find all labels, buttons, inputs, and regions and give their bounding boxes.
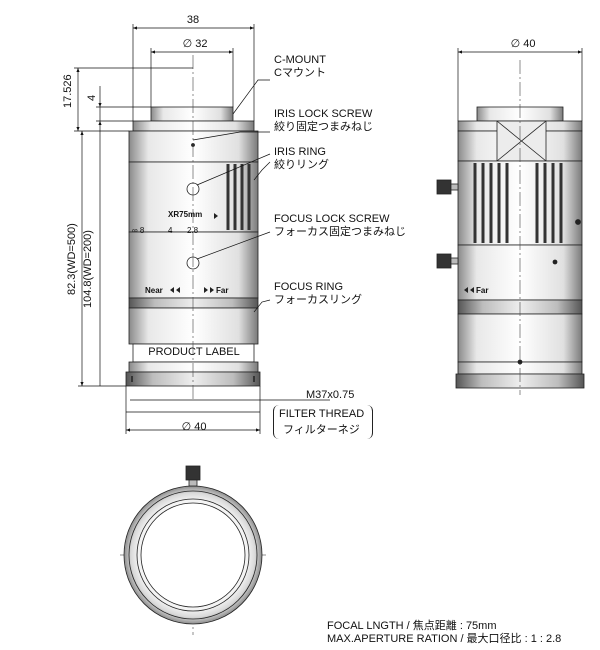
barrel (128, 307, 259, 345)
mount-flange (132, 120, 255, 132)
c-mount-label-en: C-MOUNT (274, 54, 326, 66)
leader-lines (192, 79, 271, 313)
filter-thread-label-en: FILTER THREAD (279, 408, 365, 420)
fnumber-inf-8: ∞ 8 (132, 226, 145, 235)
iris-ring (128, 161, 259, 233)
side-focus-screw (436, 253, 452, 269)
bottom-view (120, 465, 268, 635)
c-mount-label-jp: Cマウント (274, 67, 326, 79)
top-screw (185, 465, 201, 481)
filter-thread-bracket (273, 405, 373, 439)
focus-lock-label-en: FOCUS LOCK SCREW (274, 213, 390, 225)
focus-lock-label-jp: フォーカス固定つまみねじ (274, 226, 406, 238)
side-iris-screw (436, 179, 452, 195)
width-dimension-label: 38 (186, 14, 200, 26)
c-mount-thread (150, 106, 234, 122)
fnumber-4: 4 (168, 226, 173, 235)
barrel-lower (128, 361, 259, 373)
focal-length-spec: FOCAL LNGTH / 焦点距離 : 75mm (327, 620, 497, 632)
filter-thread-label-jp: フィルターネジ (283, 424, 360, 436)
front-view (125, 55, 261, 400)
side-diameter-label: ∅ 40 (510, 38, 536, 50)
mount-step-label: 4 (86, 94, 98, 101)
iris-lock-label-en: IRIS LOCK SCREW (274, 108, 373, 120)
thread-label: M37x0.75 (306, 389, 355, 401)
focus-ring-band (128, 297, 259, 309)
product-label-text: PRODUCT LABEL (148, 346, 240, 358)
iris-ring-knurl (226, 164, 251, 230)
total-length-label: 104.8(WD=200) (82, 230, 94, 308)
body-length-label: 82.3(WD=500) (66, 223, 78, 295)
max-aperture-spec: MAX.APERTURE RATION / 最大口径比 : 1 : 2.8 (327, 633, 562, 645)
far-marking: Far (216, 286, 229, 295)
iris-lock-label-jp: 絞り固定つまみねじ (274, 121, 373, 133)
iris-ring-label-jp: 絞りリング (274, 159, 329, 171)
flange-height-label: 17.526 (62, 74, 74, 108)
focus-ring-label-jp: フォーカスリング (274, 294, 362, 306)
mount-diameter-label: ∅ 32 (182, 38, 208, 50)
near-marking: Near (145, 286, 163, 295)
focus-ring-label-en: FOCUS RING (274, 281, 344, 293)
front-dimensions (74, 24, 330, 434)
side-far-marking: Far (476, 286, 489, 295)
side-dimensions (457, 48, 583, 121)
fnumber-2-8: 2.8 (187, 226, 199, 235)
side-view (436, 60, 585, 395)
bottom-diameter-label: ∅ 40 (181, 421, 207, 433)
model-marking: XR75mm (168, 210, 203, 219)
iris-ring-label-en: IRIS RING (274, 146, 326, 158)
